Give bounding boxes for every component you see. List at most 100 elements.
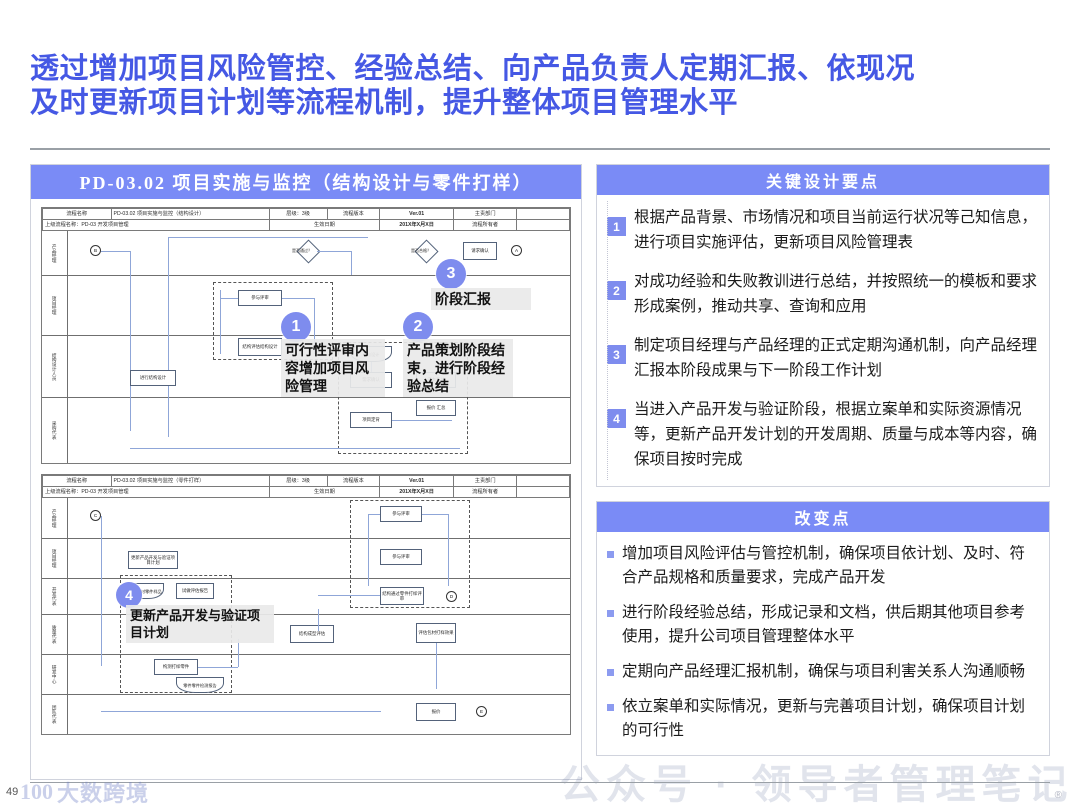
flow-node: 项目定背 — [350, 412, 392, 428]
table-row: 流程名称 PD-03.02 项目实施与监控（零件打样） 层级：3级 流程版本 V… — [42, 475, 570, 487]
flow-node: 参与评审 — [380, 506, 422, 522]
connector — [198, 667, 238, 668]
connector — [101, 251, 131, 252]
connector — [130, 448, 460, 449]
title-divider — [30, 148, 1050, 150]
connector — [448, 514, 449, 586]
meta-value-dept — [516, 208, 570, 220]
terminal-node: B — [90, 245, 101, 256]
meta-value-effective-date: 201X年X月X日 — [379, 219, 455, 231]
page-number: 49 — [6, 786, 19, 798]
decision-label: 是否通过？ — [292, 248, 312, 253]
connector — [282, 298, 314, 299]
process-diagram-panel: PD-03.02 项目实施与监控（结构设计与零件打样） 流程名称 PD-03.0… — [30, 164, 582, 780]
change-point-text: 进行阶段经验总结，形成记录和文档，供后期其他项目参考使用，提升公司项目管理整体水… — [622, 604, 1026, 645]
change-points-header: 改变点 — [597, 502, 1049, 532]
terminal-node: C — [90, 510, 101, 521]
swimlane-rd-center: 研发中心 构测打样零件 零件零件检测报告 — [42, 639, 570, 694]
process-diagram-body: 流程名称 PD-03.02 项目实施与监控（结构设计） 层级：3级 流程版本 V… — [31, 199, 581, 741]
bullet-icon — [607, 551, 614, 558]
meta-label-version: 流程版本 — [326, 475, 381, 487]
connector — [436, 643, 437, 689]
meta-value-process-name: PD-03.02 项目实施与监控（零件打样） — [110, 475, 270, 487]
meta-label-level: 层级：3级 — [268, 208, 328, 220]
meta-value-dept — [516, 475, 570, 487]
key-points-rail — [607, 201, 608, 480]
swimlane-content: 参与评审 — [68, 276, 570, 360]
flow-node: 结构通过零件打样评审 — [380, 587, 424, 605]
process-diagram-title: PD-03.02 项目实施与监控（结构设计与零件打样） — [31, 165, 581, 199]
group-boundary — [350, 500, 470, 608]
key-point-text: 当进入产品开发与验证阶段，根据立案单和实际资源情况等，更新产品开发计划的开发周期… — [634, 401, 1038, 468]
connector — [168, 237, 368, 238]
meta-label-dept: 主责部门 — [453, 475, 518, 487]
footer-divider — [30, 782, 1050, 783]
swimlane-content: 项目定背 报价 汇总 — [68, 398, 570, 463]
meta-label-owner: 流程所有者 — [453, 219, 518, 231]
flow-node: 参与评审 — [380, 549, 422, 565]
meta-label-level: 层级：3级 — [268, 475, 328, 487]
meta-value-parent-process: 上级流程名称：PD-03 开发项目管理 — [42, 486, 270, 498]
meta-label-process-name: 流程名称 — [42, 208, 112, 220]
meta-value-owner — [516, 219, 570, 231]
registered-mark-icon: ® — [1054, 790, 1062, 801]
swimlane-label: 采购代表 — [42, 398, 68, 463]
connector — [220, 290, 221, 354]
connector — [368, 514, 380, 515]
meta-value-owner — [516, 486, 570, 498]
watermark-text: 公众号 · 领导者管理笔记 — [560, 763, 1074, 807]
table-row: 上级流程名称：PD-03 开发项目管理 生效日期 201X年X月X日 流程所有者 — [42, 486, 570, 498]
change-point-item: 定期向产品经理汇报机制，确保与项目利害关系人沟通顺畅 — [607, 660, 1037, 684]
right-column: 关键设计要点 1 根据产品背景、市场情况和项目当前运行状况等己知信息，进行项目实… — [596, 164, 1050, 756]
flow-node: 构测打样零件 — [154, 659, 198, 675]
swimlane-quality-rep: 质量代表 结构成型评估 评估包材打样效果 — [42, 609, 570, 689]
connector — [422, 514, 448, 515]
group-boundary — [213, 282, 333, 360]
swimlane-label: 项目经理 — [42, 539, 68, 578]
key-point-number: 4 — [607, 409, 626, 428]
brand-name: 大数跨境 — [57, 781, 150, 806]
key-point-text: 根据产品背景、市场情况和项目当前运行状况等己知信息，进行项目实施评估，更新项目风… — [634, 209, 1038, 251]
key-point-item: 3 制定项目经理与产品经理的正式定期沟通机制，向产品经理汇报本阶段成果与下一阶段… — [607, 333, 1037, 383]
key-point-item: 4 当进入产品开发与验证阶段，根据立案单和实际资源情况等，更新产品开发计划的开发… — [607, 397, 1037, 472]
meta-label-effective-date: 生效日期 — [268, 486, 381, 498]
swimlane-content: 构测打样零件 零件零件检测报告 — [68, 639, 570, 694]
connector — [351, 251, 352, 275]
swimlane-label: 研发中心 — [42, 655, 68, 694]
callout-badge-2: 2 — [403, 312, 433, 342]
connector — [238, 639, 239, 667]
meta-label-version: 流程版本 — [326, 208, 381, 220]
flowchart-2-lanes: 产品经理 C 参与评审 — [42, 498, 570, 734]
terminal-node: A — [511, 245, 522, 256]
connector — [101, 711, 381, 712]
callout-text-4: 更新产品开发与验证项目计划 — [126, 605, 274, 643]
flow-node: 进行结构设计 — [130, 370, 176, 386]
flow-node: 请求确认 — [463, 242, 497, 260]
decision-label: 是否合格？ — [411, 248, 431, 253]
flow-node: 报价 — [416, 703, 456, 721]
terminal-node: D — [446, 591, 457, 602]
brand-mark-icon: 100 — [20, 779, 53, 804]
connector — [318, 595, 380, 596]
flowchart-1-meta-table: 流程名称 PD-03.02 项目实施与监控（结构设计） 层级：3级 流程版本 V… — [42, 208, 570, 231]
change-points-body: 增加项目风险评估与管控机制，确保项目依计划、及时、符合产品规格和质量要求，完成产… — [597, 532, 1049, 755]
connector — [130, 251, 131, 431]
swimlane-team-rep: 团队代表 报价 E — [42, 694, 570, 734]
swimlane-label: 质量代表 — [42, 615, 68, 654]
key-points-header: 关键设计要点 — [597, 165, 1049, 195]
swimlane-purchasing-rep: 采购代表 项目定背 报价 汇总 — [42, 397, 570, 463]
change-point-item: 增加项目风险评估与管控机制，确保项目依计划、及时、符合产品规格和质量要求，完成产… — [607, 542, 1037, 590]
bullet-icon — [607, 704, 614, 711]
swimlane-label: 团队代表 — [42, 695, 68, 734]
swimlane-label: 结构设计人员 — [42, 336, 68, 397]
bullet-icon — [607, 610, 614, 617]
swimlane-label: 产品经理 — [42, 498, 68, 538]
page-title-line-1: 透过增加项目风险管控、经验总结、向产品负责人定期汇报、依现况 — [30, 53, 916, 85]
key-point-item: 1 根据产品背景、市场情况和项目当前运行状况等己知信息，进行项目实施评估，更新项… — [607, 205, 1037, 255]
meta-label-process-name: 流程名称 — [42, 475, 112, 487]
key-point-text: 制定项目经理与产品经理的正式定期沟通机制，向产品经理汇报本阶段成果与下一阶段工作… — [634, 337, 1038, 379]
callout-text-1: 可行性评审内容增加项目风险管理 — [281, 339, 385, 397]
connector — [101, 516, 102, 666]
flowchart-part-sampling: 流程名称 PD-03.02 项目实施与监控（零件打样） 层级：3级 流程版本 V… — [41, 474, 571, 735]
